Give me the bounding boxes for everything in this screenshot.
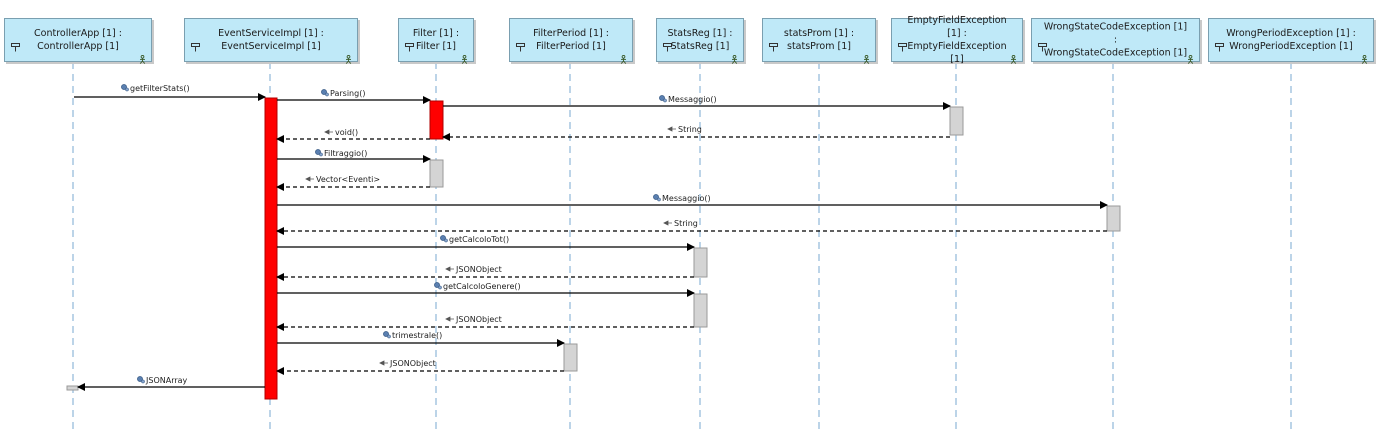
actor-icon bbox=[1186, 49, 1195, 64]
class-icon bbox=[405, 37, 414, 52]
operation-icon bbox=[121, 84, 129, 92]
return-arrow-icon bbox=[137, 376, 145, 384]
message-label: JSONObject bbox=[389, 359, 436, 368]
activation-statsreg-tot[interactable] bbox=[693, 247, 708, 278]
return-arrow-icon bbox=[445, 266, 454, 272]
lifeline-wrongperiodexception[interactable]: WrongPeriodException [1] : WrongPeriodEx… bbox=[1208, 18, 1374, 64]
message-label: Parsing() bbox=[330, 89, 365, 98]
return-message-10[interactable]: JSONObject bbox=[276, 265, 694, 281]
message-label: getCalcoloGenere() bbox=[443, 282, 521, 291]
call-message-5[interactable]: Filtraggio() bbox=[277, 149, 431, 163]
activation-eventserviceimpl[interactable] bbox=[264, 97, 278, 400]
return-arrow-icon bbox=[663, 220, 672, 226]
class-icon bbox=[898, 37, 907, 52]
return-message-12[interactable]: JSONObject bbox=[276, 315, 694, 331]
lifeline-label: StatsReg [1] : StatsReg [1] bbox=[667, 28, 733, 52]
operation-icon bbox=[383, 331, 391, 339]
return-arrow-icon bbox=[445, 316, 454, 322]
operation-icon bbox=[653, 194, 661, 202]
message-label: getCalcoloTot() bbox=[449, 235, 509, 244]
call-message-13[interactable]: trimestrale() bbox=[277, 331, 565, 347]
lifeline-filterperiod[interactable]: FilterPeriod [1] : FilterPeriod [1] bbox=[509, 18, 633, 64]
message-label: void() bbox=[335, 128, 358, 137]
message-label: Vector<Eventi> bbox=[316, 175, 380, 184]
lifeline-wrongstatecodeexception[interactable]: WrongStateCodeException [1] : WrongState… bbox=[1031, 18, 1200, 64]
message-label: Messaggio() bbox=[668, 95, 717, 104]
message-label: Filtraggio() bbox=[324, 149, 367, 158]
return-message-15[interactable]: JSONArray bbox=[77, 376, 265, 391]
lifeline-label: statsProm [1] : statsProm [1] bbox=[783, 28, 855, 52]
operation-icon bbox=[440, 235, 448, 243]
actor-icon bbox=[619, 49, 628, 64]
lifeline-filter[interactable]: Filter [1] : Filter [1] bbox=[398, 18, 474, 64]
message-label: Messaggio() bbox=[662, 194, 711, 203]
call-message-1[interactable]: Parsing() bbox=[277, 89, 431, 104]
operation-icon bbox=[321, 89, 329, 97]
return-message-14[interactable]: JSONObject bbox=[276, 359, 564, 375]
lifeline-eventserviceimpl[interactable]: EventServiceImpl [1] : EventServiceImpl … bbox=[184, 18, 358, 64]
actor-icon bbox=[730, 49, 739, 64]
lifeline-label: FilterPeriod [1] : FilterPeriod [1] bbox=[533, 28, 609, 52]
lifeline-label: EventServiceImpl [1] : EventServiceImpl … bbox=[218, 28, 324, 52]
activation-wrongstatecodeexception[interactable] bbox=[1106, 205, 1121, 232]
return-arrow-icon bbox=[667, 126, 676, 132]
lifeline-label: ControllerApp [1] : ControllerApp [1] bbox=[34, 28, 122, 52]
lifeline-label: WrongPeriodException [1] : WrongPeriodEx… bbox=[1226, 28, 1356, 52]
lifeline-label: Filter [1] : Filter [1] bbox=[412, 28, 460, 52]
lifeline-statsreg[interactable]: StatsReg [1] : StatsReg [1] bbox=[656, 18, 744, 64]
operation-icon bbox=[659, 95, 667, 103]
lifeline-controllerapp[interactable]: ControllerApp [1] : ControllerApp [1] bbox=[4, 18, 152, 64]
message-label: trimestrale() bbox=[392, 331, 442, 340]
class-icon bbox=[191, 37, 200, 52]
class-icon bbox=[769, 37, 778, 52]
activation-filter-filtraggio[interactable] bbox=[429, 159, 444, 188]
return-message-6[interactable]: Vector<Eventi> bbox=[276, 175, 430, 191]
actor-icon bbox=[1009, 49, 1018, 64]
call-message-0[interactable]: getFilterStats() bbox=[74, 84, 266, 101]
activation-controllerapp[interactable] bbox=[66, 385, 79, 391]
return-arrow-icon bbox=[324, 129, 333, 135]
call-message-11[interactable]: getCalcoloGenere() bbox=[277, 282, 695, 297]
call-message-2[interactable]: Messaggio() bbox=[443, 95, 951, 110]
message-label: String bbox=[674, 219, 698, 228]
message-label: String bbox=[678, 125, 702, 134]
actor-icon bbox=[138, 49, 147, 64]
class-icon bbox=[1038, 37, 1047, 52]
class-icon bbox=[11, 37, 20, 52]
activation-emptyfieldexception[interactable] bbox=[949, 106, 964, 136]
actor-icon bbox=[460, 49, 469, 64]
lifeline-emptyfieldexception[interactable]: EmptyFieldException [1] : EmptyFieldExce… bbox=[891, 15, 1023, 65]
lifeline-label: WrongStateCodeException [1] : WrongState… bbox=[1043, 21, 1188, 59]
lifeline-statsprom[interactable]: statsProm [1] : statsProm [1] bbox=[762, 18, 876, 64]
class-icon bbox=[1215, 37, 1224, 52]
return-arrow-icon bbox=[305, 176, 314, 182]
activation-statsreg-genere[interactable] bbox=[693, 293, 708, 328]
operation-icon bbox=[434, 282, 442, 290]
message-label: JSONObject bbox=[455, 265, 502, 274]
actor-icon bbox=[862, 49, 871, 64]
return-message-3[interactable]: String bbox=[442, 125, 950, 141]
call-message-9[interactable]: getCalcoloTot() bbox=[277, 235, 695, 251]
operation-icon bbox=[315, 149, 323, 157]
message-label: JSONObject bbox=[455, 315, 502, 324]
message-label: JSONArray bbox=[145, 376, 188, 385]
call-message-7[interactable]: Messaggio() bbox=[277, 194, 1108, 209]
class-icon bbox=[516, 37, 525, 52]
activation-filterperiod[interactable] bbox=[563, 343, 578, 372]
message-label: getFilterStats() bbox=[130, 84, 190, 93]
lifeline-label: EmptyFieldException [1] : EmptyFieldExce… bbox=[907, 15, 1007, 65]
return-message-8[interactable]: String bbox=[276, 219, 1107, 235]
return-message-4[interactable]: void() bbox=[276, 128, 430, 143]
actor-icon bbox=[344, 49, 353, 64]
actor-icon bbox=[1360, 49, 1369, 64]
return-arrow-icon bbox=[379, 360, 388, 366]
class-icon bbox=[663, 37, 672, 52]
activation-filter-parsing[interactable] bbox=[429, 100, 444, 140]
